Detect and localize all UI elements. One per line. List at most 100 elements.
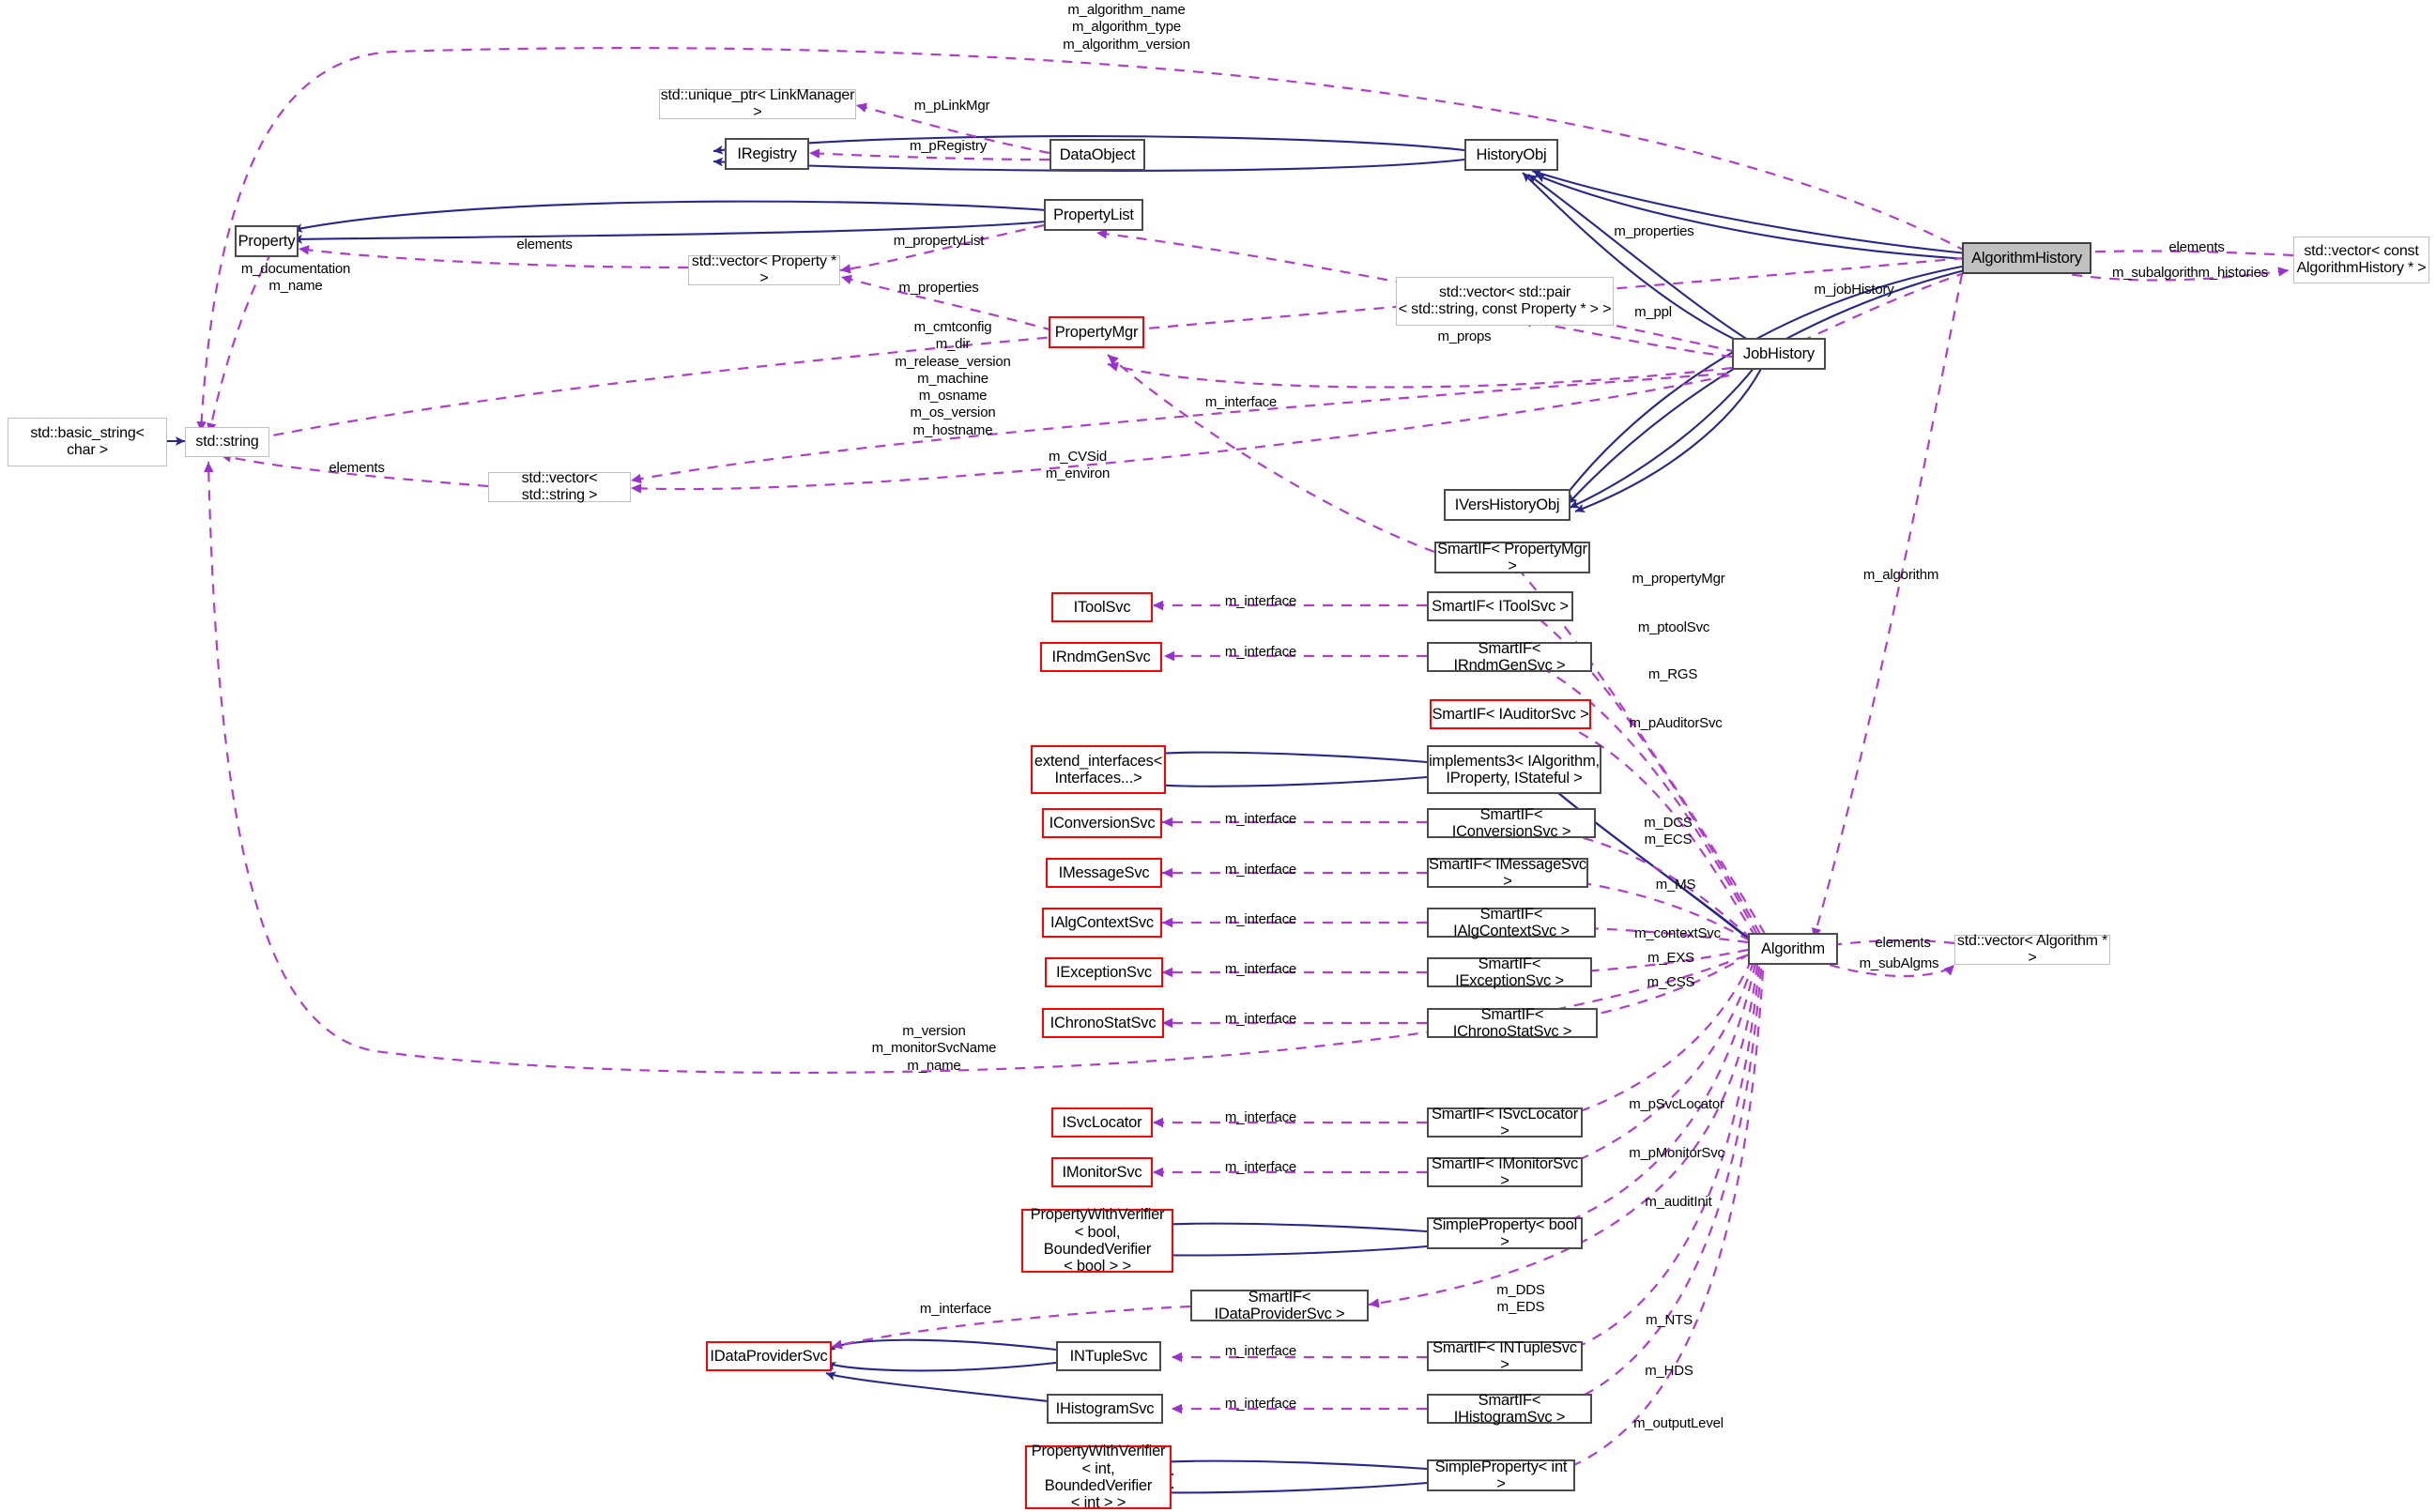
node-property[interactable]: Property: [235, 225, 299, 257]
label-text: m_interface: [1224, 1159, 1297, 1175]
edge-label-jobhistory: m_jobHistory: [1788, 282, 1920, 298]
edge-label-properties-pm: m_properties: [878, 280, 1000, 297]
node-label: SmartIF< IExceptionSvc >: [1455, 955, 1564, 989]
node-vector-algorithm[interactable]: std::vector< Algorithm * >: [1954, 933, 2110, 966]
node-vector-pair-string-property[interactable]: std::vector< std::pair < std::string, co…: [1396, 277, 1614, 326]
node-label: IMonitorSvc: [1062, 1163, 1142, 1181]
edge-label-plinkmgr: m_pLinkMgr: [896, 98, 1008, 115]
label-text: m_propertyMgr: [1632, 571, 1725, 587]
label-text: m_algorithm: [1862, 567, 1939, 583]
node-vector-property[interactable]: std::vector< Property * >: [688, 253, 840, 286]
node-label: Property: [237, 232, 296, 250]
node-simpleproperty-bool[interactable]: SimpleProperty< bool >: [1427, 1216, 1583, 1250]
node-unique-ptr-linkmanager[interactable]: std::unique_ptr< LinkManager >: [659, 87, 856, 120]
node-iexceptionsvc[interactable]: IExceptionSvc: [1045, 957, 1163, 987]
node-label: std::vector< Algorithm * >: [1956, 933, 2108, 966]
node-label: AlgorithmHistory: [1971, 249, 2082, 267]
node-iconversionsvc[interactable]: IConversionSvc: [1042, 808, 1162, 838]
label-text: elements: [1875, 935, 1931, 951]
edge-label-pmonitorsvc: m_pMonitorSvc: [1601, 1145, 1752, 1162]
edge-label-interface-svcloc: m_interface: [1204, 1109, 1317, 1126]
node-smartif-imessagesvc[interactable]: SmartIF< IMessageSvc >: [1427, 856, 1588, 890]
label-text: m_interface: [1224, 593, 1297, 609]
node-label: implements3< IAlgorithm, IProperty, ISta…: [1429, 752, 1600, 787]
label-text: m_auditInit: [1645, 1194, 1712, 1210]
node-label: IVersHistoryObj: [1454, 496, 1560, 513]
node-propertywithverifier-bool[interactable]: PropertyWithVerifier < bool, BoundedVeri…: [1021, 1206, 1173, 1275]
node-label: Algorithm: [1761, 939, 1825, 957]
node-jobhistory[interactable]: JobHistory: [1732, 338, 1826, 370]
node-smartif-propertymgr[interactable]: SmartIF< PropertyMgr >: [1434, 541, 1590, 574]
edge-label-interface-msg: m_interface: [1204, 862, 1317, 878]
node-irndmgensvc[interactable]: IRndmGenSvc: [1040, 642, 1162, 672]
node-smartif-ialgcontextsvc[interactable]: SmartIF< IAlgContextSvc >: [1427, 906, 1596, 939]
node-propertylist[interactable]: PropertyList: [1044, 199, 1143, 231]
node-idataprovidersvc[interactable]: IDataProviderSvc: [706, 1341, 832, 1371]
node-std-basic-string[interactable]: std::basic_string< char >: [8, 418, 167, 466]
node-ichronostatsvc[interactable]: IChronoStatSvc: [1042, 1008, 1164, 1038]
node-label: IRndmGenSvc: [1051, 648, 1151, 665]
label-text: m_properties: [898, 280, 979, 296]
node-smartif-irndmgensvc[interactable]: SmartIF< IRndmGenSvc >: [1427, 640, 1592, 674]
label-text: m_NTS: [1646, 1312, 1693, 1328]
node-extend-interfaces[interactable]: extend_interfaces< Interfaces...>: [1031, 745, 1166, 794]
node-label: std::vector< Property * >: [691, 253, 837, 286]
node-propertymgr[interactable]: PropertyMgr: [1049, 316, 1144, 348]
node-smartif-itoolsvc[interactable]: SmartIF< IToolSvc >: [1427, 591, 1573, 621]
node-historyobj[interactable]: HistoryObj: [1464, 139, 1558, 171]
node-itoolsvc[interactable]: IToolSvc: [1051, 592, 1153, 622]
label-text: m_CVSid m_environ: [1045, 449, 1111, 482]
node-imonitorsvc[interactable]: IMonitorSvc: [1051, 1157, 1153, 1187]
node-label: SmartIF< IHistogramSvc >: [1453, 1391, 1566, 1426]
node-smartif-isvclocator[interactable]: SmartIF< ISvcLocator >: [1427, 1106, 1583, 1139]
node-dataobject[interactable]: DataObject: [1049, 139, 1145, 171]
node-vector-const-algorithmhistory[interactable]: std::vector< const AlgorithmHistory * >: [2293, 237, 2429, 283]
node-algorithm[interactable]: Algorithm: [1748, 933, 1838, 965]
node-smartif-iauditorsvc[interactable]: SmartIF< IAuditorSvc >: [1430, 699, 1591, 729]
node-label: extend_interfaces< Interfaces...>: [1034, 752, 1163, 787]
node-smartif-idataprovidersvc[interactable]: SmartIF< IDataProviderSvc >: [1190, 1289, 1369, 1322]
label-text: m_pLinkMgr: [913, 98, 990, 114]
node-smartif-intuplesvc[interactable]: SmartIF< INTupleSvc >: [1427, 1339, 1583, 1373]
node-std-string[interactable]: std::string: [185, 427, 269, 457]
edge-label-exs: m_EXS: [1624, 950, 1718, 967]
node-algorithmhistory[interactable]: AlgorithmHistory: [1962, 242, 2091, 274]
node-simpleproperty-int[interactable]: SimpleProperty< int >: [1427, 1459, 1575, 1492]
edge-label-interface-mon: m_interface: [1204, 1159, 1317, 1176]
label-text: m_pMonitorSvc: [1629, 1145, 1724, 1161]
node-isvclocator[interactable]: ISvcLocator: [1051, 1107, 1153, 1138]
node-smartif-ihistogramsvc[interactable]: SmartIF< IHistogramSvc >: [1427, 1391, 1592, 1426]
label-text: m_contextSvc: [1634, 925, 1721, 941]
node-label: IToolSvc: [1073, 598, 1131, 616]
node-intuplesvc[interactable]: INTupleSvc: [1056, 1341, 1161, 1371]
edge-label-elements-string: elements: [310, 460, 404, 477]
node-vector-string[interactable]: std::vector< std::string >: [488, 470, 631, 503]
node-ihistogramsvc[interactable]: IHistogramSvc: [1047, 1394, 1163, 1424]
node-smartif-iexceptionsvc[interactable]: SmartIF< IExceptionSvc >: [1427, 955, 1592, 989]
node-label: IDataProviderSvc: [710, 1347, 828, 1365]
node-smartif-iconversionsvc[interactable]: SmartIF< IConversionSvc >: [1427, 806, 1596, 840]
node-iversihistoryobj[interactable]: IVersHistoryObj: [1444, 489, 1570, 521]
node-ialgcontextsvc[interactable]: IAlgContextSvc: [1042, 908, 1162, 938]
label-text: m_interface: [1224, 911, 1297, 927]
node-implements3[interactable]: implements3< IAlgorithm, IProperty, ISta…: [1427, 745, 1601, 794]
edge-label-ppl: m_ppl: [1601, 304, 1705, 321]
edge-label-algorithm-name: m_algorithm_name m_algorithm_type m_algo…: [1019, 2, 1234, 53]
label-text: m_subAlgms: [1859, 955, 1939, 971]
edge-label-cmtconfig: m_cmtconfig m_dir m_release_version m_ma…: [850, 319, 1056, 439]
node-label: IConversionSvc: [1049, 814, 1156, 832]
node-smartif-imonitorsvc[interactable]: SmartIF< IMonitorSvc >: [1427, 1155, 1583, 1189]
label-text: m_DDS m_EDS: [1496, 1282, 1545, 1316]
edge-label-version: m_version m_monitorSvcName m_name: [840, 1023, 1028, 1075]
node-label: std::vector< std::string >: [521, 470, 598, 503]
label-text: m_documentation m_name: [240, 261, 351, 295]
node-imessagesvc[interactable]: IMessageSvc: [1046, 858, 1162, 888]
node-propertywithverifier-int[interactable]: PropertyWithVerifier < int, BoundedVerif…: [1025, 1443, 1172, 1511]
label-text: m_subalgorithm_histories: [2111, 265, 2269, 281]
node-smartif-ichronostatsvc[interactable]: SmartIF< IChronoStatSvc >: [1427, 1006, 1598, 1040]
edge-label-hds: m_HDS: [1622, 1363, 1716, 1380]
edge-label-interface-dps: m_interface: [899, 1301, 1012, 1318]
node-iregistry[interactable]: IRegistry: [725, 138, 809, 170]
node-label: PropertyList: [1053, 206, 1134, 223]
